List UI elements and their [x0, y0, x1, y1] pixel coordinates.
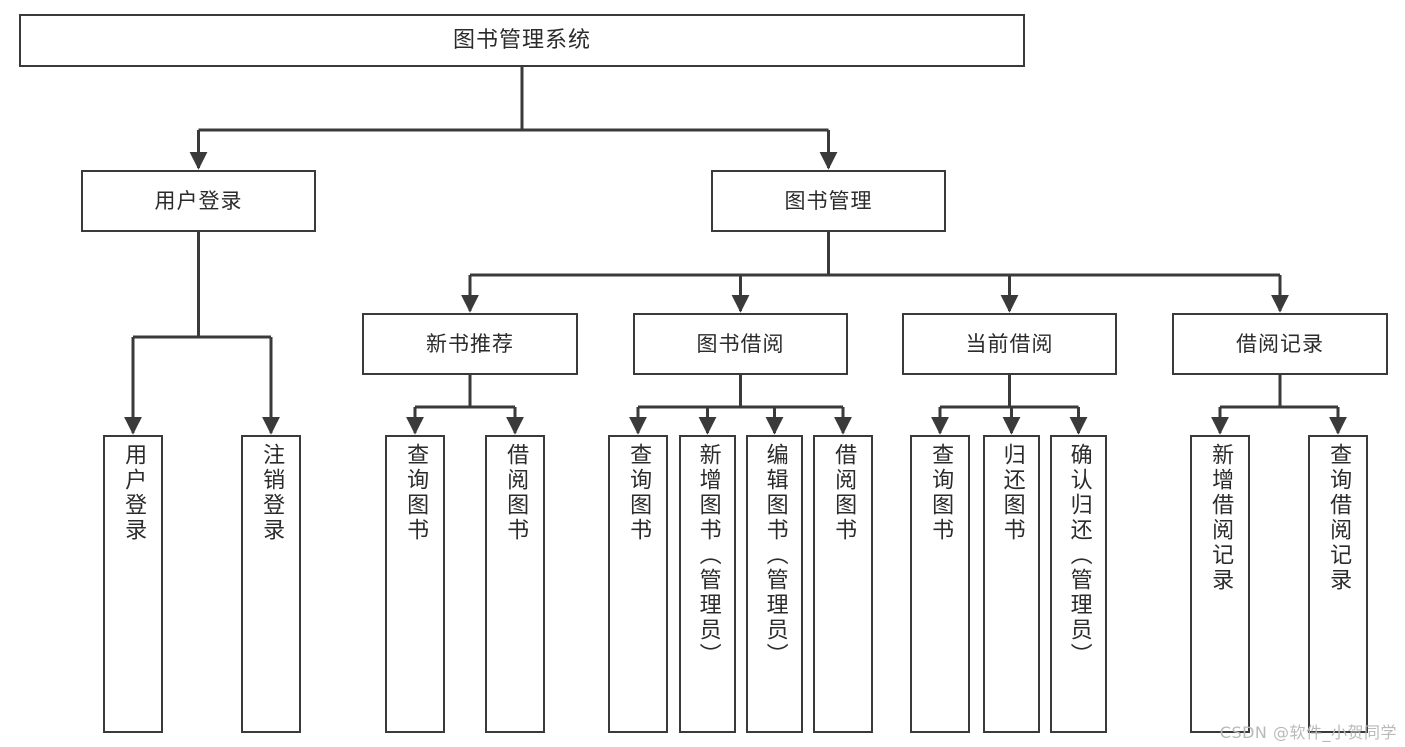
node-bookmgmt[interactable]: 图书管理 [711, 170, 946, 232]
node-label: 新增图书（管理员） [695, 443, 721, 668]
node-label: 用户登录 [121, 443, 147, 543]
node-root[interactable]: 图书管理系统 [19, 14, 1025, 67]
node-label: 注销登录 [259, 443, 285, 543]
node-leaf3[interactable]: 查询图书 [385, 435, 445, 733]
node-leaf10[interactable]: 归还图书 [983, 435, 1040, 733]
node-label: 借阅图书 [831, 443, 857, 543]
node-leaf7[interactable]: 编辑图书（管理员） [746, 435, 803, 733]
node-label: 图书管理系统 [452, 27, 591, 53]
node-label: 查询图书 [403, 443, 429, 543]
node-leaf2[interactable]: 注销登录 [241, 435, 301, 733]
node-label: 查询借阅记录 [1326, 443, 1352, 593]
node-label: 确认归还（管理员） [1066, 443, 1092, 668]
node-label: 图书管理 [784, 188, 873, 213]
node-leaf5[interactable]: 查询图书 [608, 435, 668, 733]
node-leaf6[interactable]: 新增图书（管理员） [679, 435, 736, 733]
node-records[interactable]: 借阅记录 [1172, 313, 1388, 375]
node-current[interactable]: 当前借阅 [902, 313, 1117, 375]
node-label: 归还图书 [999, 443, 1025, 543]
node-label: 编辑图书（管理员） [762, 443, 788, 668]
node-login[interactable]: 用户登录 [81, 170, 316, 232]
node-leaf9[interactable]: 查询图书 [910, 435, 970, 733]
node-borrow[interactable]: 图书借阅 [633, 313, 848, 375]
node-label: 图书借阅 [696, 331, 785, 356]
node-label: 新增借阅记录 [1208, 443, 1234, 593]
node-label: 借阅记录 [1236, 331, 1324, 356]
node-label: 当前借阅 [965, 331, 1054, 356]
watermark-label: CSDN @软件_小贺同学 [1219, 723, 1397, 742]
node-label: 新书推荐 [426, 331, 514, 356]
node-leaf11[interactable]: 确认归还（管理员） [1050, 435, 1107, 733]
node-label: 用户登录 [154, 188, 243, 213]
node-label: 查询图书 [928, 443, 954, 543]
node-leaf8[interactable]: 借阅图书 [813, 435, 873, 733]
node-leaf4[interactable]: 借阅图书 [485, 435, 545, 733]
node-label: 借阅图书 [503, 443, 529, 543]
node-label: 查询图书 [626, 443, 652, 543]
node-leaf13[interactable]: 查询借阅记录 [1308, 435, 1368, 733]
node-leaf1[interactable]: 用户登录 [103, 435, 163, 733]
node-newbook[interactable]: 新书推荐 [362, 313, 578, 375]
node-leaf12[interactable]: 新增借阅记录 [1190, 435, 1250, 733]
